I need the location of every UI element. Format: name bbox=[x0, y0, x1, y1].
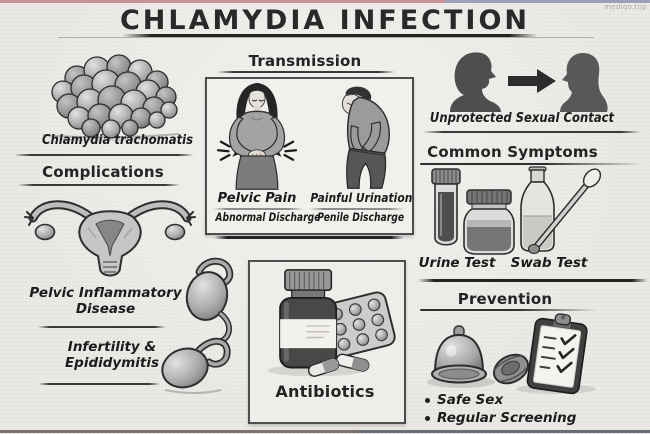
testes-icon bbox=[161, 257, 234, 394]
title-underline bbox=[122, 34, 538, 37]
urine-test-icon bbox=[431, 168, 515, 255]
safe-sex-label: Safe Sex bbox=[437, 392, 504, 408]
divider bbox=[18, 184, 180, 186]
sexual-contact-icon bbox=[450, 52, 608, 112]
bullet-icon bbox=[425, 415, 430, 421]
bottom-edge-line bbox=[0, 430, 650, 433]
painful-urination-label: Painful Urination bbox=[310, 190, 413, 205]
swab-test-label: Swab Test bbox=[510, 255, 588, 271]
divider bbox=[58, 37, 594, 38]
urine-test-label: Urine Test bbox=[418, 255, 496, 271]
abnormal-discharge-label: Abnormal Discharge bbox=[215, 210, 321, 224]
bullet-icon bbox=[425, 397, 430, 403]
prevention-icon bbox=[427, 313, 596, 395]
divider bbox=[420, 163, 645, 165]
complications-heading: Complications bbox=[42, 163, 164, 181]
pelvic-pain-label: Pelvic Pain bbox=[217, 191, 297, 206]
divider bbox=[214, 236, 404, 239]
divider bbox=[423, 131, 641, 133]
regular-screening-label: Regular Screening bbox=[437, 410, 577, 426]
condom-icon bbox=[431, 325, 530, 385]
divider bbox=[14, 154, 194, 156]
top-edge-blue bbox=[445, 0, 650, 3]
swab-test-icon bbox=[520, 166, 602, 255]
divider bbox=[309, 208, 404, 210]
antibiotics-label: Antibiotics bbox=[275, 382, 375, 401]
woman-figure-icon bbox=[216, 82, 298, 190]
top-edge-red bbox=[0, 0, 445, 3]
antibiotics-box: Antibiotics bbox=[248, 260, 406, 424]
pid-label: Pelvic Inflammatory Disease bbox=[29, 285, 182, 317]
bacteria-label: Chlamydia trachomatis bbox=[41, 132, 194, 148]
transmission-box: Pelvic Pain Painful Urination Abnormal D… bbox=[205, 77, 414, 235]
man-figure-icon bbox=[341, 86, 390, 189]
divider bbox=[213, 208, 303, 210]
divider bbox=[217, 71, 395, 73]
common-symptoms-heading: Common Symptoms bbox=[427, 143, 598, 161]
checklist-icon bbox=[526, 313, 588, 395]
prevention-heading: Prevention bbox=[457, 290, 553, 308]
prevention-item: Safe Sex bbox=[425, 392, 503, 408]
infertility-label: Infertility & Epididymitis bbox=[64, 339, 160, 371]
transmission-heading: Transmission bbox=[248, 52, 362, 70]
prevention-item: Regular Screening bbox=[425, 410, 576, 426]
divider bbox=[38, 326, 166, 328]
bacteria-icon bbox=[42, 54, 180, 142]
unprotected-contact-label: Unprotected Sexual Contact bbox=[429, 110, 615, 126]
divider bbox=[418, 279, 648, 282]
uterus-icon bbox=[24, 200, 196, 277]
divider bbox=[38, 383, 160, 385]
watermark: mediqo.top bbox=[604, 3, 647, 11]
page-title: CHLAMYDIA INFECTION bbox=[119, 5, 531, 36]
divider bbox=[420, 309, 598, 311]
antibiotics-icon bbox=[267, 269, 396, 377]
penile-discharge-label: Penile Discharge bbox=[317, 210, 405, 224]
